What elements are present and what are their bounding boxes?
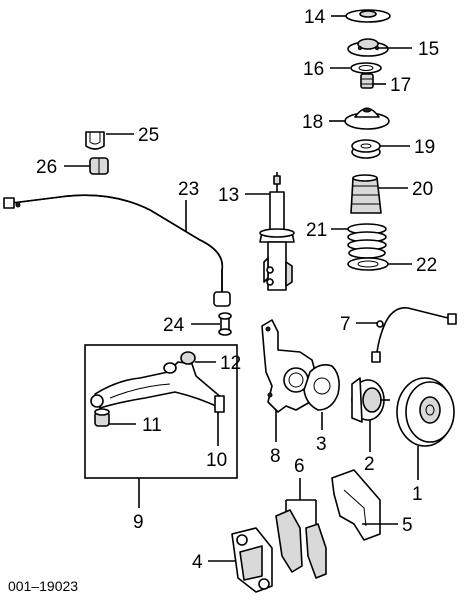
callout-22: 22 <box>416 255 437 276</box>
part-11-control-arm-bushing <box>94 408 110 427</box>
callout-1: 1 <box>412 484 423 505</box>
callout-10: 10 <box>206 450 227 471</box>
part-3-splash-shield <box>303 364 340 411</box>
part-26-bar-bushing <box>89 157 109 175</box>
part-19-bearing <box>351 139 381 159</box>
callout-11: 11 <box>142 415 162 436</box>
part-2-hub-bearing <box>351 377 390 423</box>
callout-8: 8 <box>270 446 281 467</box>
part-10-lower-control-arm <box>90 361 225 413</box>
callout-3: 3 <box>316 434 327 455</box>
callout-26: 26 <box>36 157 57 178</box>
part-6-brake-pads <box>275 509 327 579</box>
callout-labels: 1 2 3 4 5 6 7 8 9 10 11 12 13 14 15 16 1… <box>8 7 439 594</box>
callout-16: 16 <box>303 59 324 80</box>
part-16-washer <box>350 62 382 74</box>
part-12-control-arm-bushing <box>163 351 196 374</box>
callout-5: 5 <box>402 515 413 536</box>
callout-12: 12 <box>220 353 241 374</box>
part-1-brake-rotor <box>396 377 455 447</box>
part-5-caliper-bracket <box>331 469 381 541</box>
callout-17: 17 <box>390 75 411 96</box>
part-21-coil-spring <box>347 223 387 259</box>
part-13-strut-assembly <box>259 172 295 291</box>
callout-2: 2 <box>364 454 375 475</box>
callout-25: 25 <box>138 125 159 146</box>
part-20-dust-boot <box>350 174 382 214</box>
callout-24: 24 <box>163 315 185 336</box>
figure-code: 001–19023 <box>8 578 78 594</box>
part-4-brake-caliper <box>231 527 273 593</box>
part-18-upper-spring-seat <box>344 107 390 130</box>
part-25-bar-bracket <box>85 131 105 150</box>
part-15-strut-mount <box>347 38 389 57</box>
upper-mount-bumper-stack <box>344 9 391 271</box>
callout-19: 19 <box>414 137 435 158</box>
control-arm-group-box <box>84 344 238 479</box>
callout-23: 23 <box>178 179 199 200</box>
callout-13: 13 <box>218 185 239 206</box>
part-17-bushing <box>360 73 374 89</box>
callout-6: 6 <box>294 456 305 477</box>
callout-14: 14 <box>304 7 326 28</box>
part-23-stabilizer-bar <box>3 194 231 307</box>
callout-21: 21 <box>306 220 327 241</box>
part-14-mount-cap <box>345 9 391 23</box>
leader-lines <box>64 15 419 562</box>
part-24-stabilizer-link <box>218 312 232 336</box>
callout-9: 9 <box>133 512 144 533</box>
part-22-lower-insulator <box>347 257 389 271</box>
callout-15: 15 <box>418 39 439 60</box>
callout-20: 20 <box>412 179 433 200</box>
part-7-brake-hose <box>371 307 457 363</box>
callout-7: 7 <box>340 314 351 335</box>
callout-4: 4 <box>192 552 203 573</box>
callout-18: 18 <box>302 112 323 133</box>
